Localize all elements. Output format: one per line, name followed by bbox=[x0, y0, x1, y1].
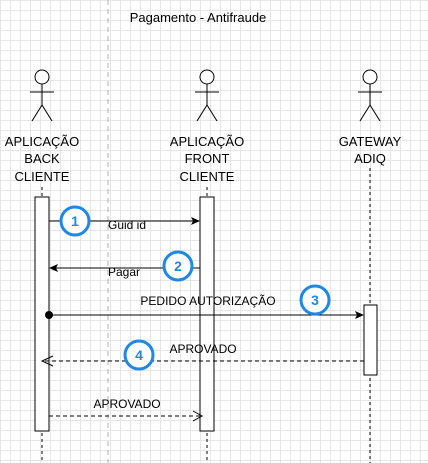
message-label: APROVADO bbox=[169, 342, 236, 356]
arrowhead-icon bbox=[191, 217, 200, 225]
message-aprovado-return[interactable]: APROVADO bbox=[40, 342, 364, 367]
message-label: APROVADO bbox=[93, 397, 160, 411]
actor-front-line3: CLIENTE bbox=[180, 169, 235, 184]
step-number: 2 bbox=[174, 258, 182, 274]
step-circle-icon bbox=[299, 284, 331, 316]
open-arrowhead-icon bbox=[192, 410, 204, 422]
stick-figure-icon bbox=[358, 69, 382, 122]
message-label: Pagar bbox=[108, 265, 140, 279]
message-pedido-autorizacao[interactable]: PEDIDO AUTORIZAÇÃO bbox=[45, 294, 364, 319]
actor-gateway[interactable]: GATEWAY ADIQ bbox=[339, 69, 402, 166]
step-badge-3: 3 bbox=[299, 284, 331, 316]
step-circle-icon bbox=[162, 250, 194, 282]
message-label: Guid id bbox=[108, 218, 146, 232]
step-number: 3 bbox=[311, 292, 319, 308]
actor-back[interactable]: APLICAÇÃO BACK CLIENTE bbox=[5, 69, 79, 184]
diagram-title: Pagamento - Antifraude bbox=[130, 10, 267, 25]
actor-gateway-line1: GATEWAY bbox=[339, 134, 402, 149]
actor-front-line2: FRONT bbox=[185, 151, 230, 166]
actor-back-line1: APLICAÇÃO bbox=[5, 134, 79, 149]
step-circle-icon bbox=[123, 339, 155, 371]
stick-figure-icon bbox=[195, 69, 219, 122]
step-badge-4: 4 bbox=[123, 339, 155, 371]
step-badge-2: 2 bbox=[162, 250, 194, 282]
message-label: PEDIDO AUTORIZAÇÃO bbox=[140, 294, 275, 308]
actor-gateway-line2: ADIQ bbox=[354, 151, 386, 166]
actor-front-line1: APLICAÇÃO bbox=[170, 134, 244, 149]
step-circle-icon bbox=[59, 205, 91, 237]
actor-back-line2: BACK bbox=[24, 151, 60, 166]
step-badge-1: 1 bbox=[59, 205, 91, 237]
activation-front[interactable] bbox=[199, 196, 215, 432]
step-number: 4 bbox=[135, 347, 143, 363]
arrowhead-icon bbox=[355, 311, 364, 319]
activation-gateway[interactable] bbox=[363, 304, 378, 376]
open-arrowhead-icon bbox=[40, 355, 54, 367]
stick-figure-icon bbox=[30, 69, 54, 122]
actor-back-line3: CLIENTE bbox=[15, 169, 70, 184]
message-aprovado-forward[interactable]: APROVADO bbox=[49, 397, 204, 422]
arrowhead-icon bbox=[49, 264, 58, 272]
step-number: 1 bbox=[71, 213, 79, 229]
actor-front[interactable]: APLICAÇÃO FRONT CLIENTE bbox=[170, 69, 244, 184]
